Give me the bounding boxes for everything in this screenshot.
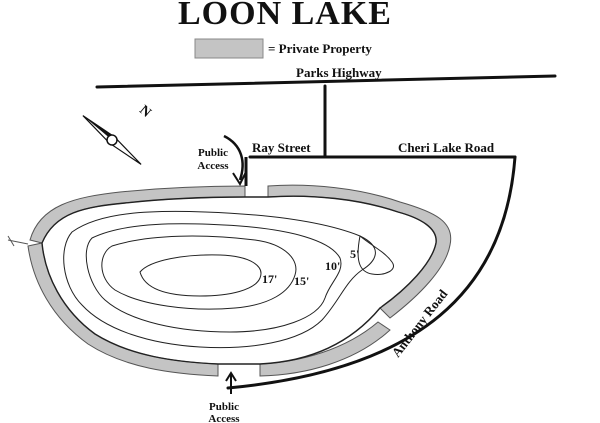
north-public-access: Public Access <box>197 134 248 187</box>
legend-swatch <box>194 38 264 59</box>
depth-label-10: 10' <box>325 259 340 273</box>
compass-needle-north-half <box>82 115 115 140</box>
shoreline <box>41 195 437 365</box>
parks-highway-line <box>95 74 557 89</box>
compass-north-label: N <box>136 103 153 121</box>
contour-17ft <box>139 254 262 297</box>
label-cheri-lake-road: Cheri Lake Road <box>398 140 495 155</box>
contour-15ft <box>101 235 297 310</box>
north-access-arrowhead-icon <box>232 171 247 187</box>
anthony-road-line <box>226 155 517 390</box>
south-access-arrowhead-icon <box>225 371 237 382</box>
south-public-access: Public Access <box>208 371 240 423</box>
legend-label: = Private Property <box>268 41 372 56</box>
west-inlet-mark <box>7 235 15 247</box>
label-parks-highway: Parks Highway <box>296 65 382 80</box>
north-access-line2: Access <box>197 160 229 172</box>
south-access-line1: Public <box>209 401 239 413</box>
contour-shallow-cove <box>357 235 394 275</box>
private-property-northwest <box>29 185 246 244</box>
south-access-line2: Access <box>208 413 240 423</box>
contour-10ft <box>85 223 342 333</box>
depth-label-17: 17' <box>262 272 277 286</box>
label-ray-street: Ray Street <box>252 140 311 155</box>
private-property-east <box>267 184 452 319</box>
north-access-arrow-shaft <box>223 134 244 181</box>
depth-label-15: 15' <box>294 274 309 288</box>
map-title: LOON LAKE <box>178 0 392 32</box>
depth-contours <box>41 195 437 365</box>
north-access-line1: Public <box>198 147 228 159</box>
compass-center <box>106 134 118 146</box>
roads <box>95 74 557 390</box>
compass-icon <box>82 115 142 165</box>
legend: = Private Property <box>194 38 372 59</box>
private-property-southwest <box>27 242 219 377</box>
depth-label-5: 5' <box>350 247 359 261</box>
contour-5ft <box>63 210 376 349</box>
